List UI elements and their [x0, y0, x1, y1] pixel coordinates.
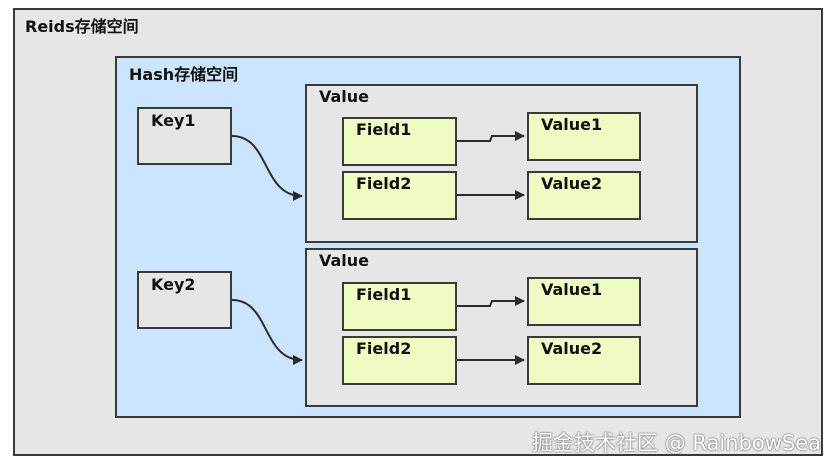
field1-to-value1-arrow-2	[457, 296, 525, 307]
key2-to-group2-arrow	[231, 299, 303, 365]
value-box-2-2	[527, 336, 641, 385]
key1-to-group1-arrow	[231, 135, 303, 201]
field-box-2-2	[342, 336, 457, 385]
field-label-2-1: Field1	[356, 285, 412, 304]
field-label-1-1: Field1	[356, 120, 412, 139]
value-group-1-title: Value	[319, 87, 370, 106]
value-box-1-1	[527, 112, 641, 161]
value-box-1-2	[527, 171, 641, 220]
field-box-1-2	[342, 171, 457, 220]
field-label-2-2: Field2	[356, 339, 412, 358]
key-label-1: Key1	[151, 111, 196, 130]
value-label-1-1: Value1	[541, 115, 603, 134]
field-label-1-2: Field2	[356, 174, 412, 193]
value-label-1-2: Value2	[541, 174, 603, 193]
watermark-text: 掘金技术社区 @ RainbowSea	[532, 431, 821, 455]
value-group-2-title: Value	[319, 251, 370, 270]
value-box-2-1	[527, 277, 641, 326]
hash-space-title: Hash存储空间	[129, 65, 239, 84]
field1-to-value1-arrow-1	[457, 131, 525, 142]
key-box-1	[137, 107, 232, 165]
value-label-2-1: Value1	[541, 280, 603, 299]
key-label-2: Key2	[151, 275, 196, 294]
field-box-2-1	[342, 282, 457, 331]
value-label-2-2: Value2	[541, 339, 603, 358]
field-box-1-1	[342, 117, 457, 166]
key-box-2	[137, 271, 232, 329]
redis-space-title: Reids存储空间	[25, 17, 139, 36]
